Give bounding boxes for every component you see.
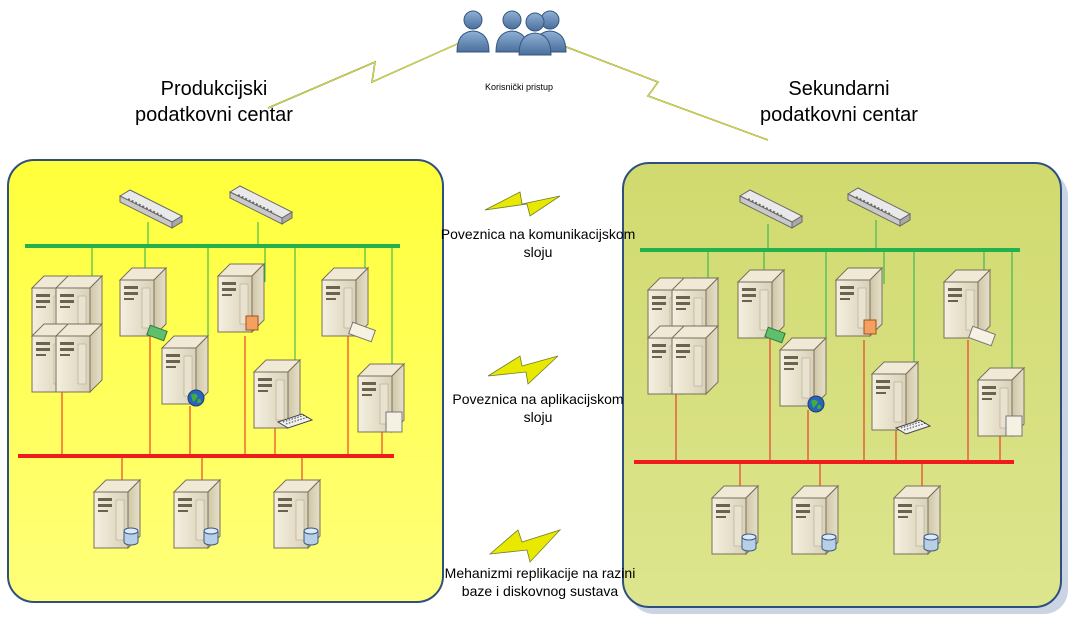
secondary-network xyxy=(634,220,1020,496)
paper-icon xyxy=(1005,415,1023,437)
money-icon xyxy=(764,326,786,344)
database-icon xyxy=(923,533,939,552)
primary-app-server-icon xyxy=(119,267,167,337)
database-icon xyxy=(741,533,757,552)
secondary-web-server-icon xyxy=(779,337,827,407)
primary-cluster-server-icon xyxy=(55,323,103,393)
database-icon xyxy=(303,527,319,546)
money-icon xyxy=(146,324,168,342)
primary-network xyxy=(18,222,400,490)
replication-link-bolt xyxy=(488,529,562,563)
users-icon xyxy=(456,10,567,56)
mail-icon xyxy=(863,319,877,335)
user-access-link-left-glow xyxy=(267,35,476,109)
secondary-cluster-server-icon xyxy=(671,325,719,395)
replication-label: Mehanizmi replikacije na razini baze i d… xyxy=(444,565,636,599)
paper-icon xyxy=(385,411,403,433)
database-icon xyxy=(203,527,219,546)
communication-link-bolt xyxy=(484,191,561,217)
document-icon xyxy=(968,325,996,347)
secondary-file-server-icon xyxy=(943,269,991,339)
user-access-label: Korisnički pristup xyxy=(484,82,554,92)
secondary-datacenter-title: Sekundarni podatkovni centar xyxy=(760,78,918,126)
user-access-link-right xyxy=(547,39,769,141)
globe-icon xyxy=(187,389,205,407)
document-icon xyxy=(348,321,376,343)
mail-icon xyxy=(245,315,259,331)
communication-link-label: Poveznica na komunikacijskom sloju xyxy=(440,226,636,260)
application-link-label: Poveznica na aplikacijskom sloju xyxy=(452,391,624,425)
application-link-bolt xyxy=(487,355,559,385)
primary-datacenter-title: Produkcijski podatkovni centar xyxy=(135,78,293,126)
user-access-link-right-glow xyxy=(547,39,769,141)
secondary-app-server-icon xyxy=(737,269,785,339)
database-icon xyxy=(821,533,837,552)
secondary-print-server-icon xyxy=(871,361,919,431)
globe-icon xyxy=(807,395,825,413)
database-icon xyxy=(123,527,139,546)
